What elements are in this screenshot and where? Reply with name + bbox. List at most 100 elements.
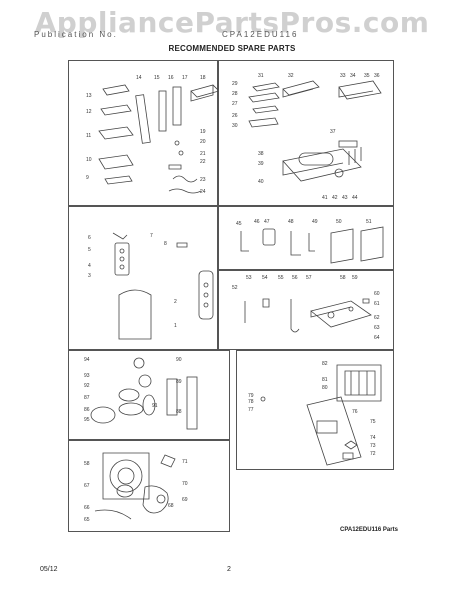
part-label: 30 [232, 123, 238, 129]
part-label: 28 [232, 91, 238, 97]
part-label: 81 [322, 377, 328, 383]
part-label: 36 [374, 73, 380, 79]
part-label: 14 [136, 75, 142, 81]
part-label: 58 [84, 461, 90, 467]
part-label: 61 [374, 301, 380, 307]
part-label: 17 [182, 75, 188, 81]
part-label: 33 [340, 73, 346, 79]
part-label: 64 [374, 335, 380, 341]
parts-drawing-air-path [90, 357, 198, 430]
panel-middle-right-upper [218, 206, 394, 270]
page-number: 2 [227, 566, 231, 573]
part-label: 1 [174, 323, 177, 329]
part-label: 7 [150, 233, 153, 239]
parts-drawing-top-left [98, 84, 219, 194]
part-label: 58 [340, 275, 346, 281]
part-label: 67 [84, 483, 90, 489]
part-label: 68 [168, 503, 174, 509]
parts-drawing-middle-left [112, 232, 214, 340]
part-label: 10 [86, 157, 92, 163]
part-label: 32 [288, 73, 294, 79]
part-label: 94 [84, 357, 90, 363]
part-label: 78 [248, 399, 254, 405]
part-label: 79 [248, 393, 254, 399]
part-label: 34 [350, 73, 356, 79]
part-label: 65 [84, 517, 90, 523]
parts-drawing-electrical [240, 226, 384, 264]
part-label: 29 [232, 81, 238, 87]
part-label: 80 [322, 385, 328, 391]
footer-date: 05/12 [40, 566, 58, 573]
panel-middle-left [68, 206, 218, 350]
part-label: 21 [200, 151, 206, 157]
part-label: 22 [200, 159, 206, 165]
part-label: 90 [176, 357, 182, 363]
part-label: 57 [306, 275, 312, 281]
part-label: 8 [164, 241, 167, 247]
part-label: 13 [86, 93, 92, 99]
panel-middle-right-lower [218, 270, 394, 350]
part-label: 56 [292, 275, 298, 281]
part-label: 38 [258, 151, 264, 157]
panel-lower-right [236, 350, 394, 470]
part-label: 59 [352, 275, 358, 281]
part-label: 51 [366, 219, 372, 225]
part-label: 75 [370, 419, 376, 425]
part-label: 12 [86, 109, 92, 115]
part-label: 39 [258, 161, 264, 167]
part-label: 5 [88, 247, 91, 253]
part-label: 6 [88, 235, 91, 241]
part-label: 87 [84, 395, 90, 401]
part-label: 70 [182, 481, 188, 487]
part-label: 40 [258, 179, 264, 185]
part-label: 89 [176, 379, 182, 385]
part-label: 95 [84, 417, 90, 423]
part-label: 55 [278, 275, 284, 281]
part-label: 24 [200, 189, 206, 195]
part-label: 16 [168, 75, 174, 81]
parts-drawing-filter [260, 364, 382, 466]
part-label: 27 [232, 101, 238, 107]
part-label: 4 [88, 263, 91, 269]
part-label: 35 [364, 73, 370, 79]
panel-top-left [68, 60, 219, 206]
part-label: 48 [288, 219, 294, 225]
part-label: 74 [370, 435, 376, 441]
part-label: 88 [176, 409, 182, 415]
panel-bottom-left [68, 440, 230, 532]
part-label: 93 [84, 373, 90, 379]
part-label: 46 [254, 219, 260, 225]
part-label: 15 [154, 75, 160, 81]
part-label: 2 [174, 299, 177, 305]
part-label: 43 [342, 195, 348, 201]
part-label: 73 [370, 443, 376, 449]
part-label: 18 [200, 75, 206, 81]
panel-top-right [218, 60, 394, 206]
part-label: 63 [374, 325, 380, 331]
part-label: 91 [152, 403, 158, 409]
part-label: 44 [352, 195, 358, 201]
page-title: RECOMMENDED SPARE PARTS [168, 44, 296, 53]
part-label: 20 [200, 139, 206, 145]
part-label: 69 [182, 497, 188, 503]
parts-drawing-board [244, 298, 372, 333]
parts-drawing-fan-motor [94, 452, 176, 520]
diagram-reference-code: CPA12EDU116 Parts [340, 527, 398, 533]
part-label: 52 [232, 285, 238, 291]
part-label: 41 [322, 195, 328, 201]
part-label: 54 [262, 275, 268, 281]
part-label: 49 [312, 219, 318, 225]
part-label: 76 [352, 409, 358, 415]
panel-lower-left [68, 350, 230, 440]
model-number: CPA12EDU116 [222, 30, 299, 39]
part-label: 47 [264, 219, 270, 225]
part-label: 71 [182, 459, 188, 465]
part-label: 31 [258, 73, 264, 79]
part-label: 50 [336, 219, 342, 225]
part-label: 72 [370, 451, 376, 457]
part-label: 26 [232, 113, 238, 119]
part-label: 3 [88, 273, 91, 279]
watermark-logo: AppliancePartsPros.com [34, 6, 430, 39]
part-label: 92 [84, 383, 90, 389]
part-label: 62 [374, 315, 380, 321]
